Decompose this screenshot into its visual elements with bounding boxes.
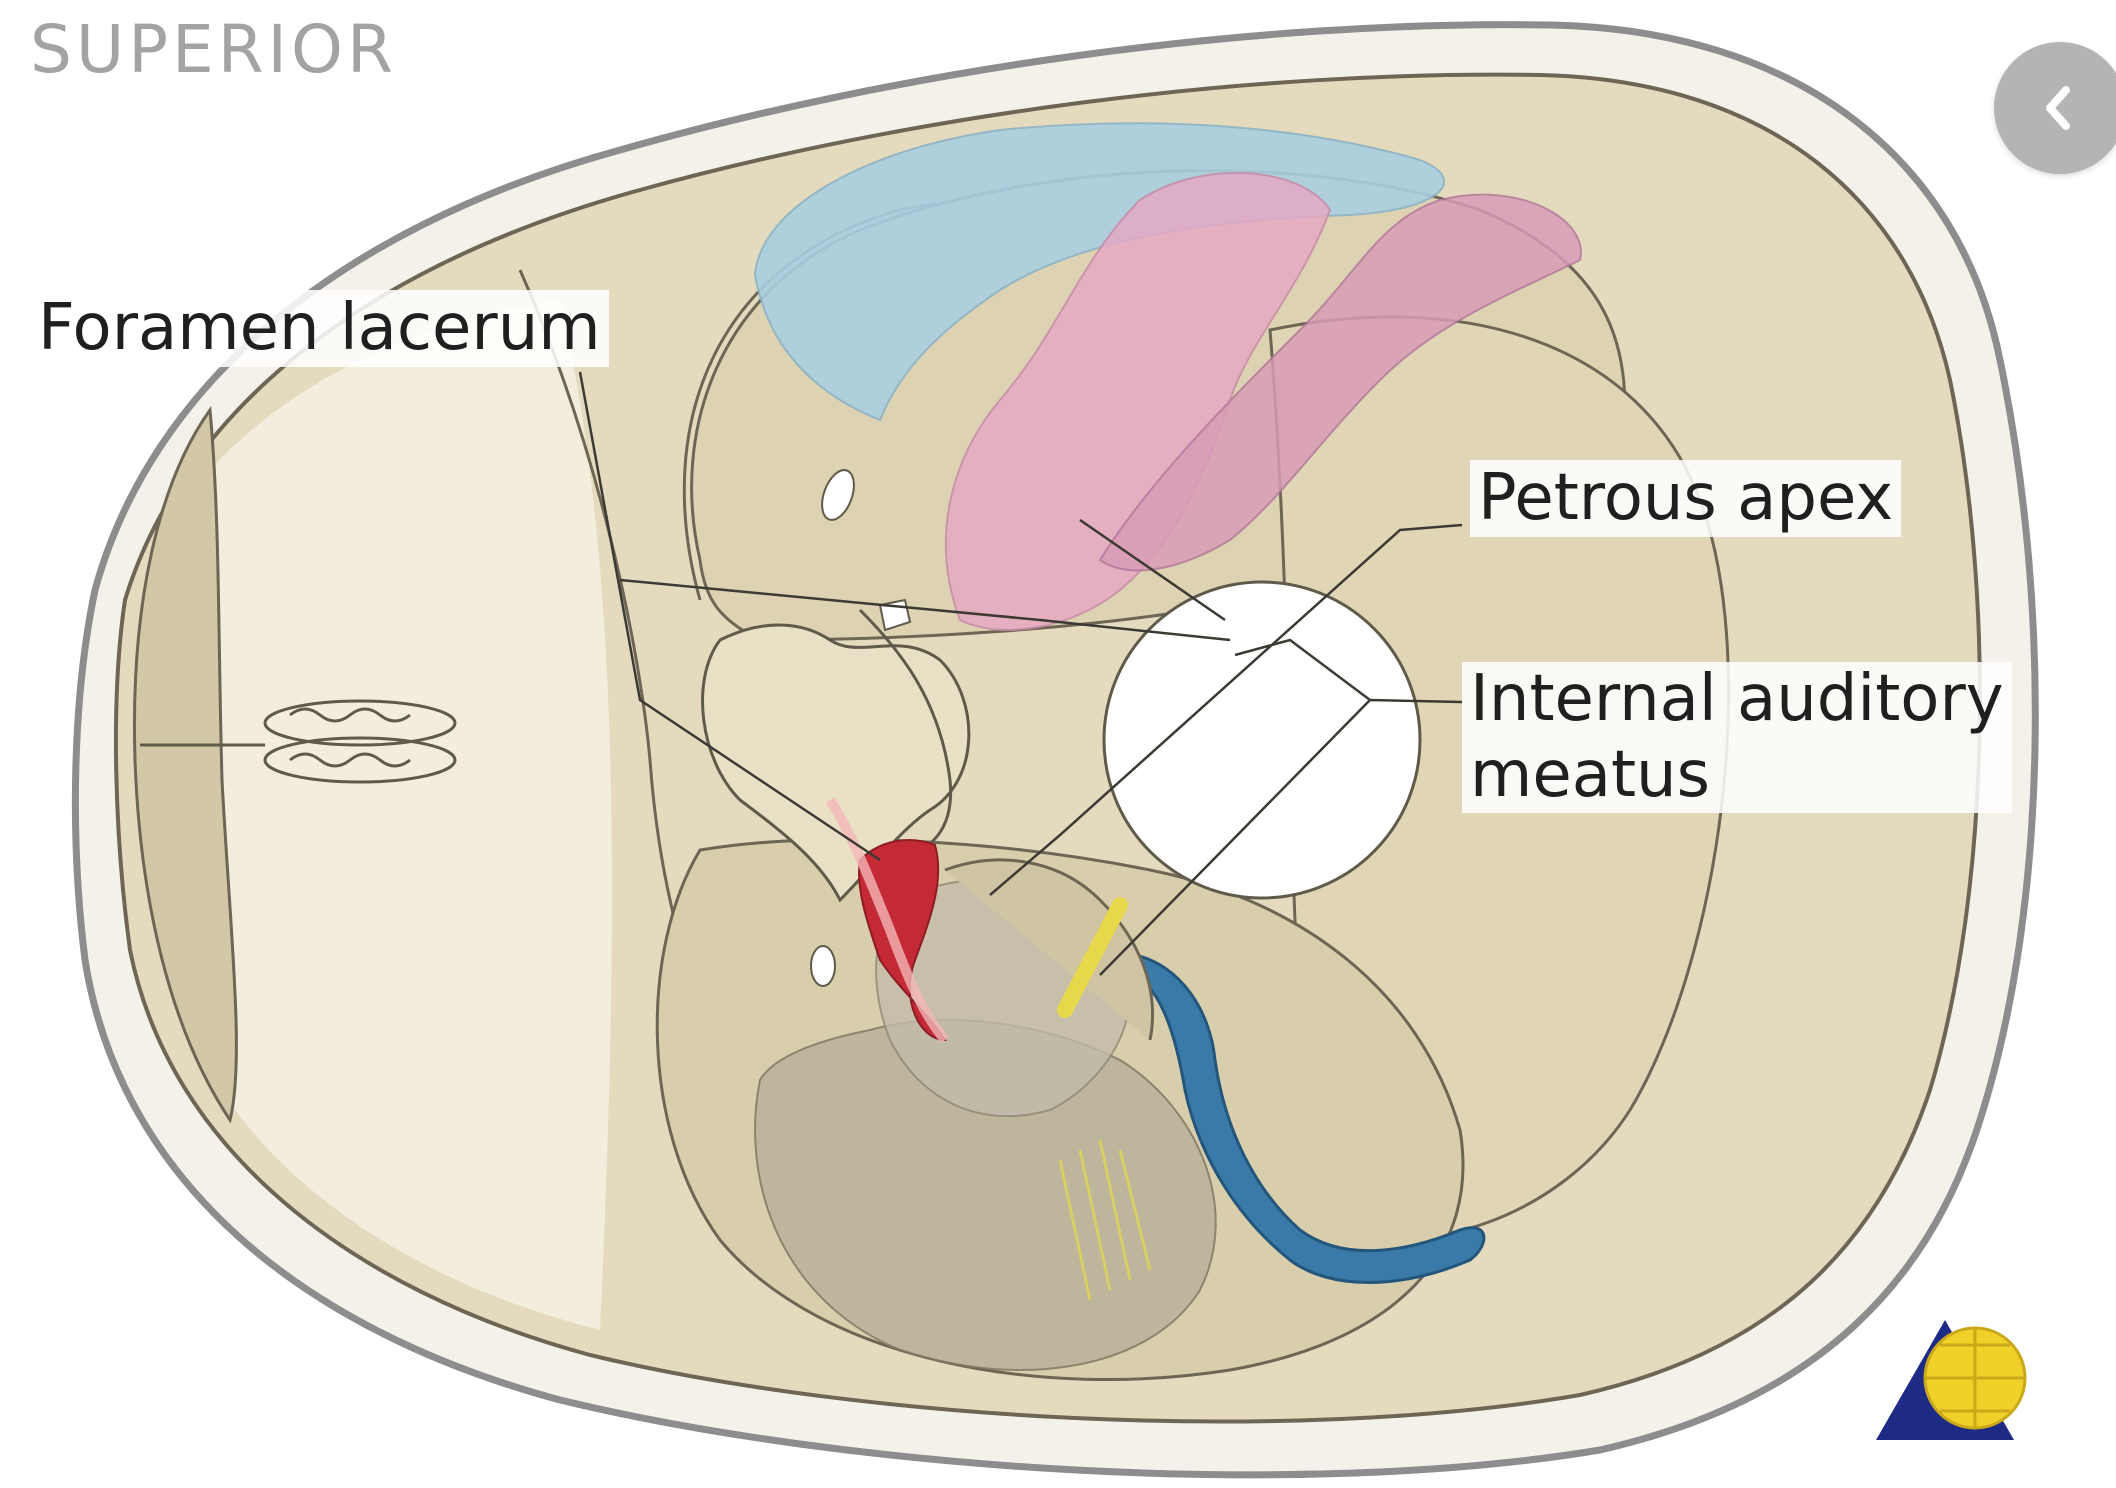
label-iam-line-1: Internal auditory bbox=[1470, 662, 2004, 736]
leader-foramen-lacerum-2 bbox=[619, 578, 1231, 642]
cribriform-plate bbox=[140, 699, 457, 784]
foramen-rotundum bbox=[821, 469, 855, 521]
label-foramen-lacerum: Foramen lacerum bbox=[30, 290, 609, 367]
leader-iam-2 bbox=[1234, 638, 1371, 701]
sigmoid-sinus-blue bbox=[1133, 953, 1486, 1284]
leader-foramen-lacerum bbox=[578, 371, 881, 862]
leader-petrous-apex-2 bbox=[1079, 518, 1226, 622]
frontal-region bbox=[145, 300, 612, 1330]
label-iam-line-2: meatus bbox=[1470, 737, 1710, 812]
carotid-highlight bbox=[825, 797, 949, 1044]
leader-lines bbox=[578, 371, 1463, 976]
frontal-sinus bbox=[133, 405, 238, 1124]
magnified-region bbox=[1102, 580, 1422, 900]
temporal-lobe-posterior bbox=[1098, 193, 1582, 572]
sella-turcica bbox=[701, 623, 971, 903]
back-button[interactable] bbox=[1994, 42, 2116, 174]
temporal-lobe-pink bbox=[944, 171, 1332, 631]
brainstem-mass bbox=[754, 1019, 1217, 1371]
chevron-left-icon bbox=[2046, 86, 2070, 130]
view-orientation-label: SUPERIOR bbox=[30, 11, 397, 88]
vestibulocochlear-nerve bbox=[1057, 897, 1128, 1018]
publisher-logo bbox=[1876, 1320, 2027, 1440]
petrous-ridge bbox=[944, 858, 1155, 1041]
label-petrous-apex: Petrous apex bbox=[1470, 460, 1902, 537]
foramen-ovale bbox=[810, 945, 836, 987]
leader-petrous-apex bbox=[989, 523, 1463, 896]
nerve-fibers bbox=[1058, 1139, 1152, 1301]
label-internal-auditory-meatus: Internal auditory meatus bbox=[1462, 662, 2012, 814]
internal-carotid-red bbox=[858, 839, 947, 1042]
